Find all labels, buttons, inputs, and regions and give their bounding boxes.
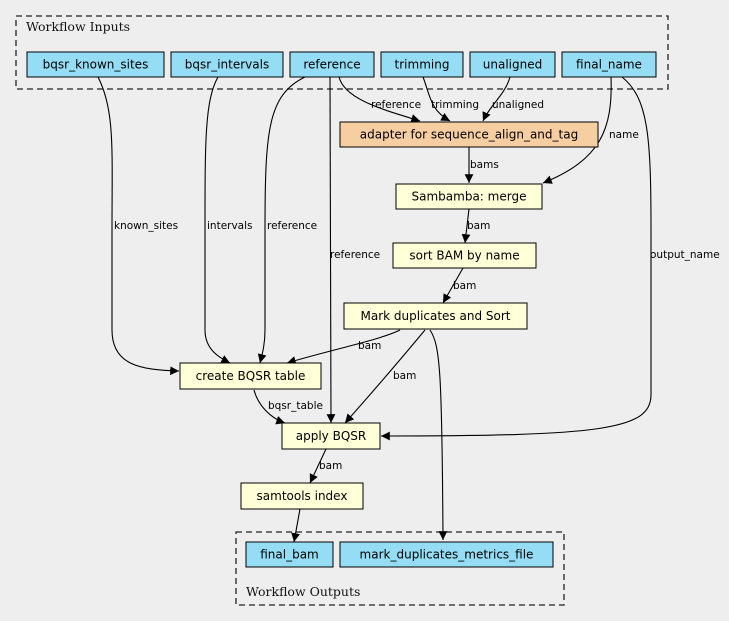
node-label: samtools index [257, 489, 348, 503]
node-label: mark_duplicates_metrics_file [360, 548, 534, 562]
node-label: Sambamba: merge [412, 190, 527, 204]
edge-label-sort-markdup: bam [453, 280, 476, 292]
edge-label-markdup-apply: bam [393, 370, 416, 382]
workflow-outputs-label: Workflow Outputs [246, 584, 360, 599]
node-samtools-index[interactable]: samtools index [240, 482, 364, 510]
edge-reference-create [257, 76, 306, 364]
node-label: final_name [576, 58, 642, 72]
node-label: final_bam [260, 548, 319, 562]
edge-merge-sort [461, 208, 471, 244]
edge-label-intervals: intervals [207, 220, 253, 232]
edge-markdup-apply [344, 329, 426, 424]
node-reference[interactable]: reference [289, 51, 375, 78]
node-final-name[interactable]: final_name [561, 51, 657, 78]
edge-label-adapter-merge: bams [470, 159, 499, 171]
edge-final-name-apply [380, 76, 652, 441]
workflow-inputs-cluster: Workflow Inputs [15, 15, 669, 90]
node-unaligned[interactable]: unaligned [469, 51, 556, 78]
edge-create-apply [253, 389, 286, 425]
workflow-inputs-label: Workflow Inputs [26, 19, 130, 34]
node-label: unaligned [483, 58, 542, 72]
edges [97, 76, 652, 543]
edge-intervals [204, 76, 231, 364]
edge-unaligned-adapter [482, 76, 511, 122]
edge-label-unaligned-adapter: unaligned [492, 99, 544, 111]
node-sort-by-name[interactable]: sort BAM by name [392, 242, 537, 269]
edge-sort-markdup [442, 267, 464, 304]
edge-markdup-metrics [429, 329, 448, 541]
edge-label-apply-index: bam [319, 460, 342, 472]
node-label: bqsr_known_sites [43, 58, 149, 72]
node-trimming[interactable]: trimming [380, 51, 464, 78]
edge-index-final-bam [291, 508, 301, 543]
edge-label-markdup-create: bam [358, 340, 381, 352]
node-label: Mark duplicates and Sort [360, 309, 510, 323]
edge-markdup-create [286, 329, 401, 365]
edge-label-reference-create: reference [267, 220, 317, 232]
node-label: reference [303, 58, 360, 72]
node-mark-duplicates[interactable]: Mark duplicates and Sort [343, 302, 528, 330]
edge-reference-apply [326, 76, 336, 424]
node-apply-bqsr[interactable]: apply BQSR [281, 422, 381, 450]
node-label: sort BAM by name [409, 249, 519, 263]
edge-apply-index [309, 448, 327, 484]
edge-reference-adapter [338, 76, 421, 123]
node-label: create BQSR table [196, 369, 306, 383]
edge-label-known-sites: known_sites [114, 220, 178, 232]
node-label: bqsr_intervals [185, 58, 269, 72]
edge-trimming-adapter [422, 76, 451, 122]
edge-label-reference-adapter: reference [371, 99, 421, 111]
node-bqsr-known-sites[interactable]: bqsr_known_sites [26, 51, 165, 78]
node-label: apply BQSR [296, 429, 366, 443]
edge-label-trimming-adapter: trimming [431, 99, 479, 111]
edge-labels: reference trimming unaligned name bams b… [114, 99, 720, 472]
edge-label-output-name: output_name [650, 249, 720, 261]
node-final-bam[interactable]: final_bam [245, 541, 334, 568]
node-mark-duplicates-metrics-file[interactable]: mark_duplicates_metrics_file [339, 541, 554, 568]
edge-known-sites [97, 76, 180, 376]
node-label: adapter for sequence_align_and_tag [360, 128, 578, 142]
edge-label-final-name-merge: name [609, 129, 639, 141]
node-bqsr-intervals[interactable]: bqsr_intervals [170, 51, 284, 78]
node-adapter[interactable]: adapter for sequence_align_and_tag [339, 121, 599, 148]
edge-label-reference-apply: reference [330, 249, 380, 261]
edge-label-bqsr-table: bqsr_table [268, 400, 323, 412]
node-sambamba-merge[interactable]: Sambamba: merge [395, 183, 543, 210]
node-label: trimming [395, 58, 450, 72]
workflow-outputs-cluster: Workflow Outputs [235, 531, 565, 606]
edge-final-name-merge [542, 76, 612, 184]
node-create-bqsr-table[interactable]: create BQSR table [179, 362, 322, 390]
edge-label-merge-sort: bam [467, 220, 490, 232]
